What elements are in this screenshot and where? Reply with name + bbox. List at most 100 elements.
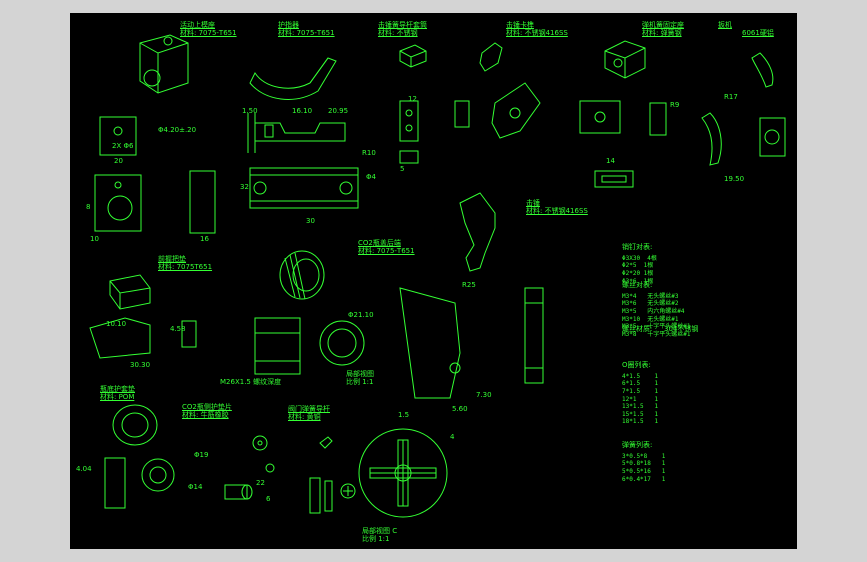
dim-label: R10: [362, 149, 376, 157]
label-p10-name: 瓶底护套垫: [100, 385, 135, 393]
springs-table: 弹簧列表:3*0.5*8 1 5*0.8*18 1 5*0.5*16 1 6*0…: [622, 427, 665, 483]
views-row-2: [99, 82, 786, 188]
dim-label: 20: [114, 157, 123, 165]
dim-label: 14: [606, 157, 615, 165]
drawing-sheet: 活动上模座 材料: 7075-T651 护指器 材料: 7075-T651 击锤…: [70, 13, 797, 549]
pins-row: Φ3X30 4根: [622, 254, 657, 262]
screws-table-title: 螺丝对表:: [622, 281, 653, 290]
oring-row: 7*1.5 1: [622, 387, 659, 395]
label-view1-scale: 比例 1:1: [346, 378, 374, 386]
oring-row: 15*1.5 1: [622, 410, 659, 418]
dim-label: 12: [408, 95, 417, 103]
dim-label: 30: [306, 217, 315, 225]
label-p2-name: 护指器: [278, 21, 299, 29]
label-p11-name: CO2瓶侧护垫片: [182, 403, 232, 411]
dim-label: R9: [670, 101, 680, 109]
views-row-4: [89, 287, 544, 399]
screws-row: M3*5 内六角螺丝#4: [622, 307, 685, 315]
label-view2-name: 局部视图 C: [362, 527, 398, 535]
label-p5-name: 弹机簧固定座: [642, 21, 684, 29]
spring-row: 6*0.4*17 1: [622, 475, 666, 483]
oring-row: 13*1.5 1: [622, 403, 659, 411]
part-trigger-iso: [751, 52, 774, 88]
dim-label: Φ4: [366, 173, 376, 181]
screws-row: M3*6 无头螺丝#2: [622, 300, 679, 308]
label-p7-mat: 材料: 不锈钢416SS: [526, 207, 588, 215]
dim-label: R25: [462, 281, 476, 289]
dim-label: 30.30: [130, 361, 151, 369]
pins-row: Φ2*5 1根: [622, 262, 654, 270]
label-p5-mat: 材料: 弹簧钢: [642, 29, 682, 37]
label-p6-mat: 6061硬铝: [742, 29, 774, 37]
label-p4-mat: 材料: 不锈钢416SS: [506, 29, 568, 37]
pins-table-title: 销钉对表:: [622, 243, 653, 252]
label-p9-mat: 材料: 7075-T651: [358, 247, 415, 255]
label-p3-name: 击锤簧导杆套筒: [378, 21, 427, 29]
dim-label: 5: [400, 165, 405, 173]
label-p4-name: 击锤卡榫: [506, 21, 534, 29]
dim-label: 32: [240, 183, 249, 191]
dim-label: 5.60: [452, 405, 468, 413]
label-p3-mat: 材料: 不锈钢: [378, 29, 418, 37]
dim-label: 8: [86, 203, 91, 211]
spring-row: 5*0.8*18 1: [622, 460, 666, 468]
orings-table: O圈列表: 4*1.5 1 6*1.5 1 7*1.5 1 12*1 1 13*1…: [622, 347, 658, 426]
label-view1-name: 局部视图: [346, 370, 374, 378]
dim-label: Φ19: [194, 451, 209, 459]
pins-row: Φ2*20 1根: [622, 269, 654, 277]
part-sleeve-iso: [399, 44, 427, 68]
spring-row: 5*0.5*16 1: [622, 467, 666, 475]
spring-row: 3*0.5*8 1: [622, 452, 666, 460]
oring-row: 6*1.5 1: [622, 380, 659, 388]
dim-label: 1.5: [398, 411, 410, 419]
dim-label: 10: [90, 235, 99, 243]
views-row-3: [94, 167, 496, 272]
dim-label: 20.95: [328, 107, 349, 115]
screws-table: 螺丝对表: M3*4 无头螺丝#3 M3*6 无头螺丝#2 M3*5 内六角螺丝#…: [622, 267, 691, 338]
label-p10-mat: 材料: POM: [100, 393, 135, 401]
label-p12-mat: 材料: 黄铜: [288, 413, 321, 421]
pins-row: Φ3*6 1根: [622, 277, 654, 285]
label-p11-mat: 材料: 牛筋橡胶: [182, 411, 229, 419]
label-p1-mat: 材料: 7075-T651: [180, 29, 237, 37]
drawing-geometry: [89, 34, 786, 518]
part-trigger-guard-iso: [249, 57, 337, 100]
dim-label: 1.50: [242, 107, 258, 115]
label-view2-scale: 比例 1:1: [362, 535, 390, 543]
part-upper-slide-block-iso: [139, 34, 189, 94]
dim-label: 7.30: [476, 391, 492, 399]
part-co2-cap: [279, 250, 325, 300]
orings-table-title: O圈列表:: [622, 361, 651, 370]
label-p12-name: 阀门弹簧导杆: [288, 405, 330, 413]
screws-row: M3*10 无头螺丝#1: [622, 315, 679, 323]
dim-label: 4: [450, 433, 455, 441]
screws-row: M3*8 十字平头螺丝#1: [622, 330, 691, 338]
views-row-5: [104, 404, 448, 518]
dim-label: 2X Φ6: [112, 142, 134, 150]
dim-label: 16: [200, 235, 209, 243]
label-p2-mat: 材料: 7075-T651: [278, 29, 335, 37]
dim-label: 10.10: [106, 320, 127, 328]
dim-label: 6: [266, 495, 271, 503]
pins-table: 销钉对表: Φ3X30 4根 Φ2*5 1根 Φ2*20 1根 Φ3*6 1根: [622, 229, 657, 285]
label-p6-name: 扳机: [718, 21, 732, 29]
dim-label: 4.04: [76, 465, 92, 473]
dim-label: 16.10: [292, 107, 313, 115]
part-hammer-catch-iso: [479, 42, 503, 72]
part-front-grip-pad: [109, 274, 151, 310]
label-p1-name: 活动上模座: [180, 21, 215, 29]
dim-label: M26X1.5 螺纹深度: [220, 378, 282, 386]
dim-label: 4.58: [170, 325, 186, 333]
screws-row: M3*4 无头螺丝#3: [622, 292, 679, 300]
dim-label: R17: [724, 93, 738, 101]
label-p8-name: 前握把垫: [158, 255, 186, 263]
label-p8-mat: 材料: 7075T651: [158, 263, 213, 271]
screw-material-title: 螺丝材质:: [622, 325, 653, 333]
dim-label: 22: [256, 479, 265, 487]
dim-label: 19.50: [724, 175, 745, 183]
label-p7-name: 击锤: [526, 199, 540, 207]
oring-row: 4*1.5 1: [622, 372, 659, 380]
oring-row: 12*1 1: [622, 395, 659, 403]
dim-label: Φ4.20±.20: [158, 126, 197, 134]
dim-label: Φ21.10: [348, 311, 374, 319]
